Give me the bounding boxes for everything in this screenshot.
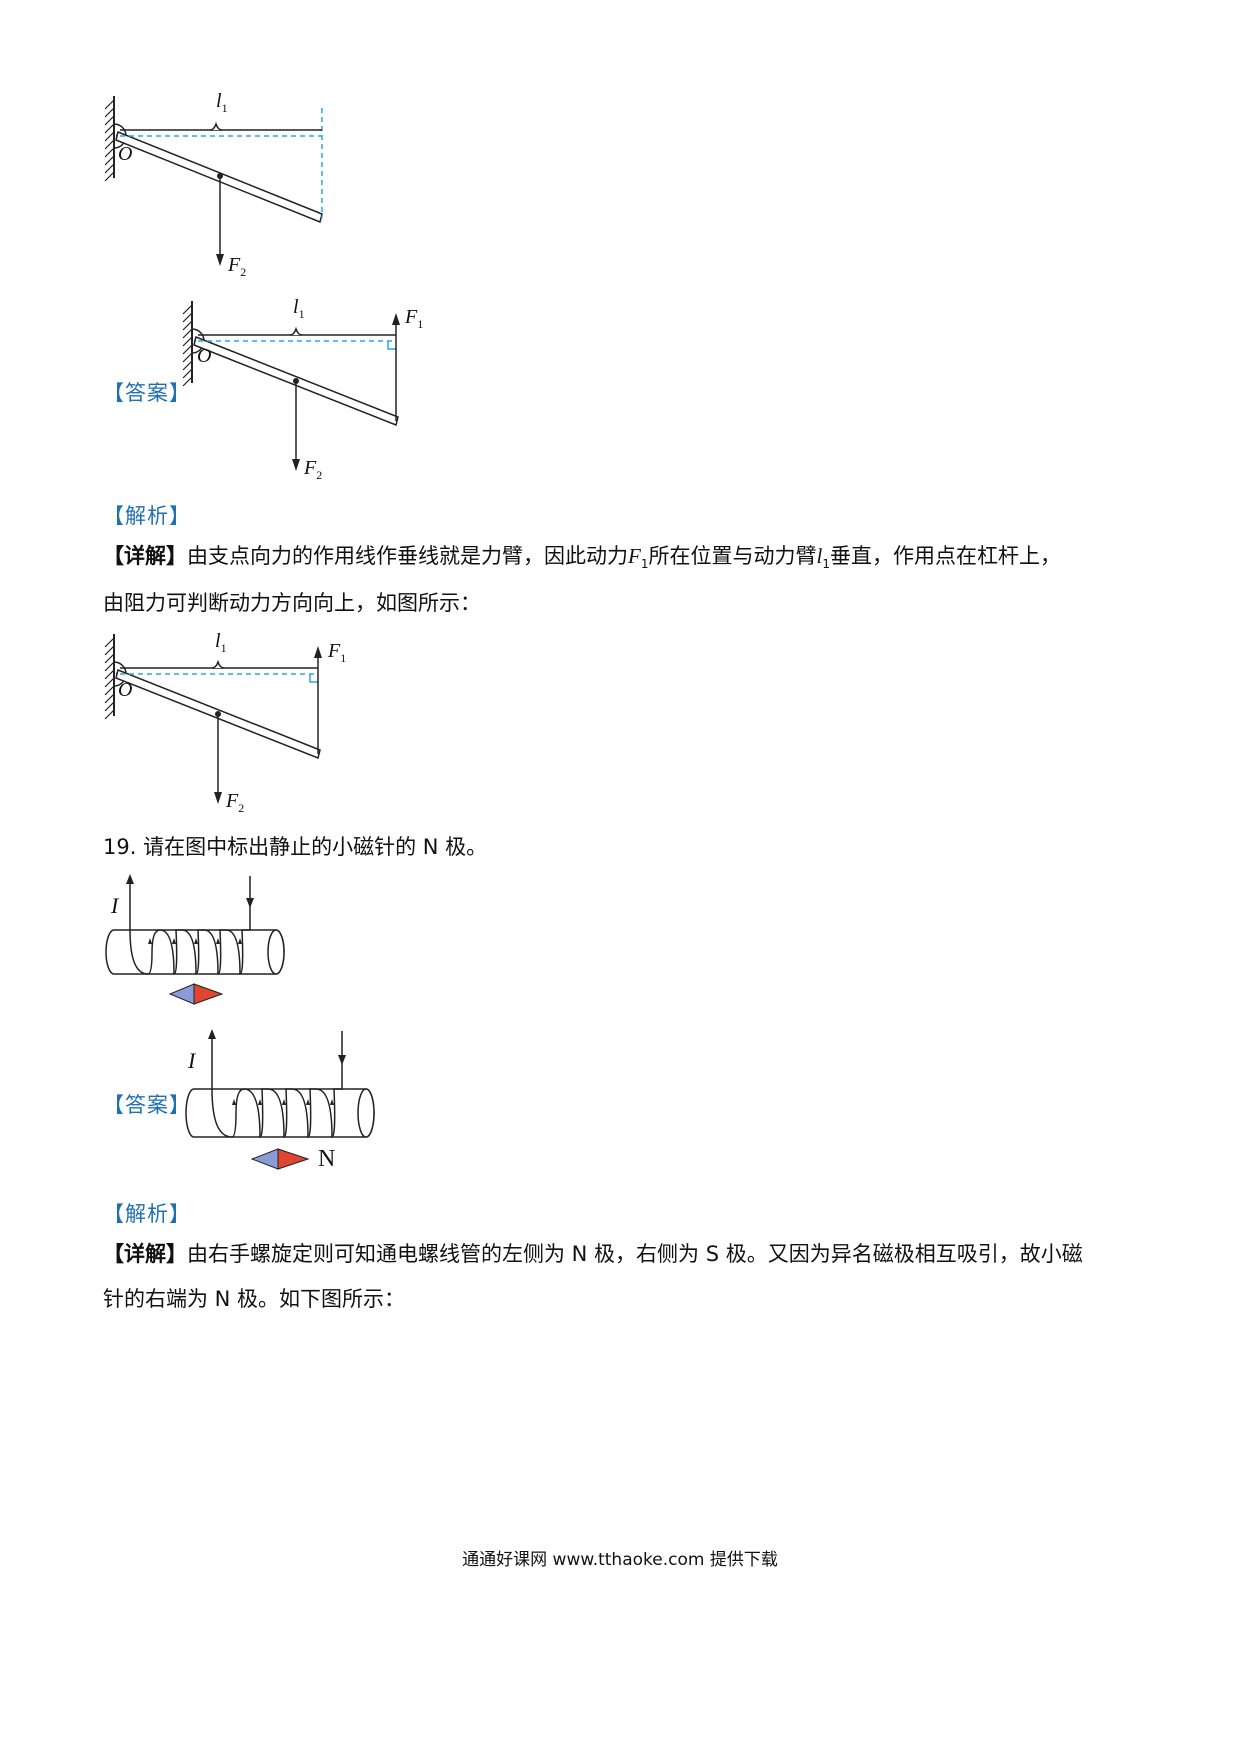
answer-tag: 【答案】 (103, 1093, 191, 1117)
q19-detail-line2: 针的右端为 N 极。如下图所示： (103, 1287, 406, 1311)
solenoid-figure-question (105, 874, 285, 1005)
f1-label: F1 (328, 640, 347, 665)
analysis-tag: 【解析】 (103, 504, 191, 528)
page-footer: 通通好课网 www.tthaoke.com 提供下载 (462, 1550, 778, 1570)
q18-detail-line2: 由阻力可判断动力方向向上，如图所示： (103, 591, 481, 615)
pivot-label: O (118, 143, 133, 165)
pivot-label: O (197, 345, 212, 367)
solenoid-figure-answer (185, 1029, 375, 1170)
q18-detail-line1: 【详解】由支点向力的作用线作垂线就是力臂，因此动力F1所在位置与动力臂l1垂直，… (103, 544, 1061, 572)
f2-label: F2 (226, 790, 245, 815)
f1-label: F1 (405, 306, 424, 331)
current-label: I (188, 1048, 196, 1073)
q19-detail-line1: 【详解】由右手螺旋定则可知通电螺线管的左侧为 N 极，右侧为 S 极。又因为异名… (103, 1242, 1083, 1266)
lever-figure-answer (182, 301, 400, 471)
l1-label: l1 (293, 296, 305, 321)
lever-figure-detail (104, 634, 322, 804)
analysis-tag: 【解析】 (103, 1202, 191, 1226)
l1-label: l1 (216, 90, 228, 115)
north-pole-label: N (318, 1146, 336, 1172)
answer-tag: 【答案】 (103, 381, 191, 405)
l1-label: l1 (215, 630, 227, 655)
lever-figure-question (104, 96, 323, 266)
q19-question: 19. 请在图中标出静止的小磁针的 N 极。 (103, 835, 488, 859)
f2-label: F2 (304, 457, 323, 482)
current-label: I (111, 893, 119, 918)
pivot-label: O (118, 679, 133, 701)
f2-label: F2 (228, 254, 247, 279)
